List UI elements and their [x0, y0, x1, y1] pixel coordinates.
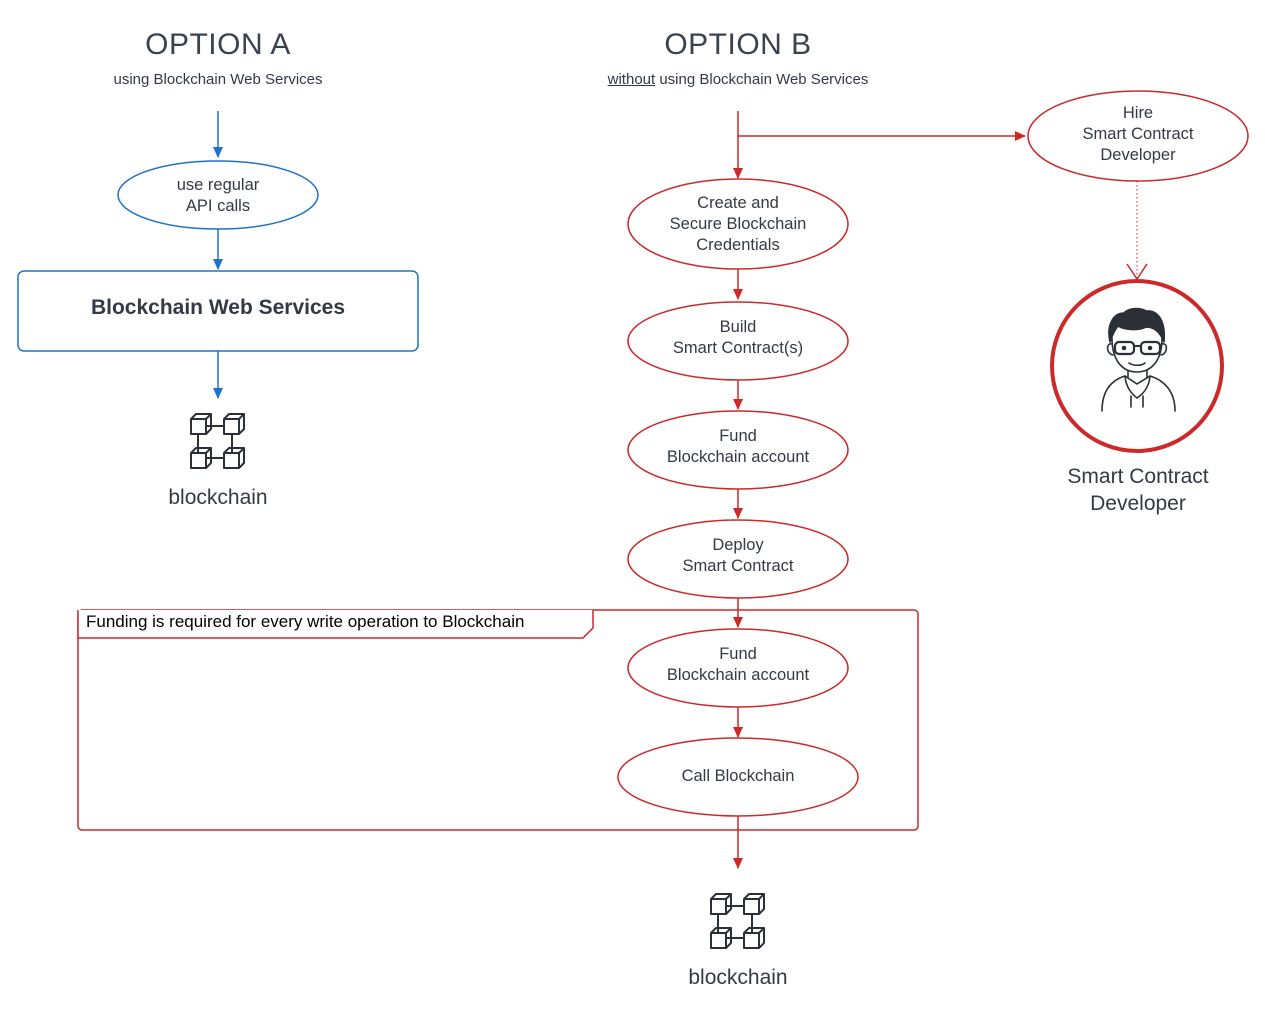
funding-note-label: Funding is required for every write oper… [86, 612, 525, 631]
blockchain-cubes-icon [710, 893, 765, 949]
step-fund-1-label: Fund Blockchain account [666, 427, 810, 466]
option-a-subtitle: using Blockchain Web Services [113, 71, 323, 88]
bws-box-label: Blockchain Web Services [90, 296, 346, 319]
developer-avatar-icon [1101, 307, 1176, 412]
option-b-title: OPTION B [664, 28, 812, 61]
option-a-flow [17, 111, 419, 399]
step-deploy-label: Deploy Smart Contract [682, 536, 794, 575]
blockchain-label-a: blockchain [168, 486, 268, 509]
step-fund-2-label: Fund Blockchain account [666, 645, 810, 684]
api-calls-node-label: use regular API calls [176, 176, 260, 215]
option-b-flow [77, 90, 1249, 869]
option-b-subtitle-rest: using Blockchain Web Services [655, 71, 869, 88]
step-call-label: Call Blockchain [681, 767, 795, 785]
funding-note-tab [77, 610, 594, 639]
option-b-subtitle: without using Blockchain Web Services [538, 71, 938, 88]
developer-label: Smart Contract Developer [1067, 465, 1209, 515]
hire-developer-node-label: Hire Smart Contract Developer [1082, 104, 1194, 164]
hire-developer-node-shape[interactable] [1027, 90, 1249, 182]
option-b-subtitle-emphasis: without [607, 71, 656, 88]
step-credentials-label: Create and Secure Blockchain Credentials [669, 194, 807, 254]
blockchain-label-b: blockchain [688, 966, 788, 989]
blockchain-cubes-icon [190, 413, 245, 469]
option-a-title: OPTION A [145, 28, 291, 61]
step-build-label: Build Smart Contract(s) [672, 318, 804, 357]
